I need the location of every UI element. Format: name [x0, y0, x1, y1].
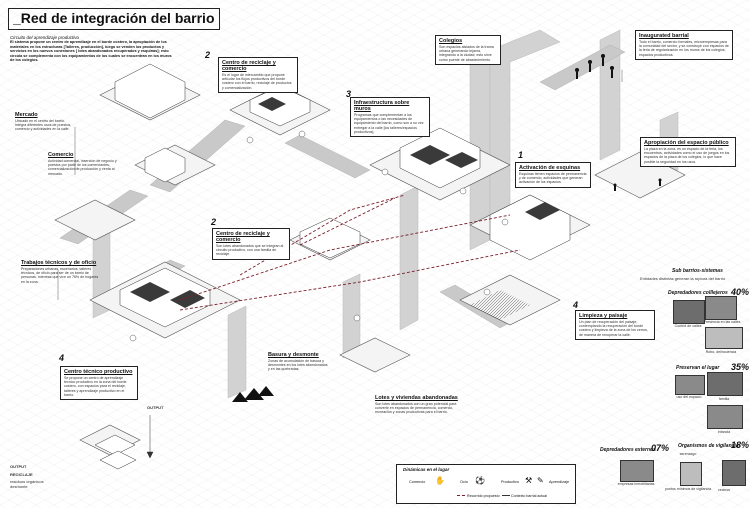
marker-4-right: 4 [573, 300, 579, 310]
marker-2-top: 2 [205, 50, 211, 60]
caption-uso-espacio: uso del espacio [676, 395, 702, 399]
photo-inmobiliarias [620, 460, 654, 482]
dark-roofs [130, 97, 560, 320]
note-reciclaje-1: Centro de reciclaje y comercio Es el lug… [218, 57, 298, 93]
caption-serenazgo: serenazgo [679, 452, 697, 456]
caption-familia: familia [718, 397, 730, 401]
people-figures [575, 54, 662, 191]
right-panel-subtitle: Entidades distintas generan la ruptura d… [640, 276, 726, 281]
marker-2-mid: 2 [211, 217, 217, 227]
caption-infancia: infancia [717, 430, 731, 434]
note-colegios: Colegios Son espacios aislados de la tra… [435, 35, 501, 65]
note-reciclaje-2: Centro de reciclaje y comercio Son lotes… [212, 228, 290, 260]
photo-infancia [707, 405, 743, 429]
legend-ocio: Ocio [460, 480, 468, 484]
note-activacion: Activación de esquinas Esquinas tienen e… [515, 162, 591, 188]
right-panel-title: Sub barrios-sistemas [672, 268, 723, 274]
group4-name: Organismos de vigilancia [678, 443, 739, 449]
group1-pct: 40% [731, 287, 750, 297]
legend-productivo-icon: ⚒ [525, 476, 533, 485]
photo-robo [705, 327, 743, 349]
caption-presencia: Presencia en las calles [703, 320, 741, 324]
note-apropiacion: Apropiación del espacio público La plaza… [640, 137, 736, 167]
photo-vecinos [722, 460, 746, 486]
note-lotes: Lotes y viviendas abandonadas Son lotes … [375, 395, 458, 415]
trees [129, 130, 509, 342]
group3-name: Depredadores externos [600, 447, 656, 453]
legend-aprendizaje: Aprendizaje [549, 480, 570, 484]
note-trabajos: Trabajos técnicos y de oficio Preparacio… [21, 260, 99, 284]
note-centro: Centro técnico productivo Se propone un … [60, 366, 138, 401]
photo-control-calles [673, 300, 705, 324]
caption-inmobiliarias: empresas inmobiliarias [617, 482, 655, 486]
note-inaugurado: Inaugurated barrial Todo el barrio, come… [635, 30, 733, 60]
legend-productivo: Productivo [501, 480, 519, 484]
group1-name: Depredadores colllejeros [668, 290, 728, 296]
page-title-text: _Red de integración del barrio [13, 10, 215, 26]
photo-uso-espacio [675, 375, 705, 395]
group2-pct: 35% [731, 362, 750, 372]
caption-robo: Robo, delincuencia [705, 350, 737, 354]
output-bin [94, 415, 154, 470]
photo-familia [707, 372, 743, 396]
legend-aprendizaje-icon: ✎ [537, 476, 544, 485]
page-title: _Red de integración del barrio [8, 8, 220, 30]
marker-3: 3 [346, 89, 352, 99]
note-infraestructura: Infraestructura sobre muros Programas qu… [350, 97, 430, 138]
trash-heaps [232, 386, 274, 402]
legend-comercio: Comercio [409, 480, 426, 484]
legend-contexto: Contexto barrial actual [511, 494, 547, 498]
note-basura: Basura y desmonte Zonas de acumulación d… [268, 352, 328, 372]
group2-name: Preservan el lugar [676, 365, 720, 371]
legend-context-line [502, 495, 510, 496]
note-limpieza: Limpieza y paisaje Un plan de recuperaci… [575, 310, 655, 340]
caption-vigilancia: puntos mínimos de vigilancia [664, 487, 712, 491]
note-comercio: Comercio Actividad comercial, inserción … [48, 152, 117, 176]
marker-4-left: 4 [59, 353, 65, 363]
legend-box: Dinámicas en el lugar Comercio Ocio Prod… [396, 464, 576, 504]
residuos-label: residuos orgánicos desmonte [10, 479, 44, 489]
legend-recorrido: Recorrido propuesto [467, 494, 500, 498]
caption-control-calles: Control de calles [674, 324, 702, 328]
intro-block: Circuito del aprendizaje productivo El s… [10, 35, 175, 63]
caption-vecinos: vecinos [717, 488, 731, 492]
intro-text: El sistema propone un centro de aprendiz… [10, 40, 172, 63]
note-mercado: Mercado Ubicado en el centro del barrio.… [15, 112, 72, 132]
legend-title: Dinámicas en el lugar [403, 467, 450, 472]
marker-1: 1 [518, 150, 524, 160]
legend-comercio-icon: ✋ [435, 476, 445, 485]
intro-heading: Circuito del aprendizaje productivo [10, 35, 80, 40]
legend-route-line [457, 495, 465, 496]
output-label-2: OUTPUT [10, 464, 27, 469]
photo-presencia [705, 296, 737, 320]
output-label-1: OUTPUT [147, 405, 164, 410]
reciclaje-label: RECICLAJE [10, 472, 33, 477]
photo-serenazgo [680, 462, 702, 486]
legend-ocio-icon: ⚽ [475, 476, 485, 485]
group4-pct: 18% [731, 440, 750, 450]
group3-pct: 07% [651, 443, 670, 453]
